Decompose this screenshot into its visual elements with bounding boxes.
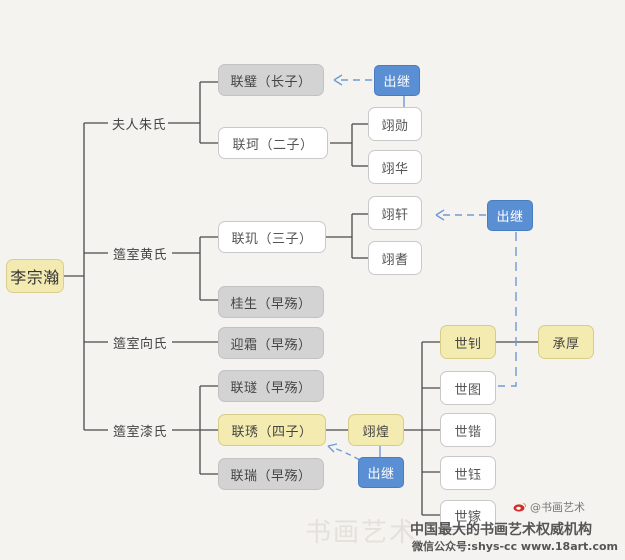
watermark-line1: 中国最大的书画艺术权威机构 bbox=[410, 522, 592, 538]
son-liangong: 联玑（三子） bbox=[218, 221, 326, 253]
adoption-label-3: 出继 bbox=[358, 457, 404, 488]
root-node: 李宗瀚 bbox=[6, 259, 64, 293]
great-grandson-shiyu: 世钰 bbox=[440, 456, 496, 490]
great-grandson-shitu: 世图 bbox=[440, 371, 496, 405]
son-lianke: 联珂（二子） bbox=[218, 127, 328, 159]
node-chenghou: 承厚 bbox=[538, 325, 594, 359]
spouse-zhu: 夫人朱氏 bbox=[111, 117, 166, 133]
great-grandson-shizhao: 世钊 bbox=[440, 325, 496, 359]
grandson-yihua: 翊华 bbox=[368, 150, 422, 184]
son-liansui: 联璲（早殇） bbox=[218, 370, 324, 402]
grandson-yixun: 翊勋 bbox=[368, 107, 422, 141]
spouse-xiang: 簉室向氏 bbox=[112, 336, 167, 352]
great-grandson-shikai: 世锴 bbox=[440, 413, 496, 447]
weibo-watermark: @书画艺术 bbox=[513, 499, 585, 515]
son-yingshuang: 迎霜（早殇） bbox=[218, 327, 324, 359]
adoption-label-1: 出继 bbox=[374, 65, 420, 96]
great-grandson-shiji: 世镓 bbox=[440, 500, 496, 530]
son-lianxiu: 联琇（四子） bbox=[218, 414, 326, 446]
grandson-yixuan: 翊轩 bbox=[368, 196, 422, 230]
watermark-line2: 微信公众号:shys-cc www.18art.com bbox=[412, 540, 619, 553]
spouse-qi: 簉室漆氏 bbox=[112, 424, 167, 440]
grandson-yiqi: 翊耆 bbox=[368, 241, 422, 275]
brand-watermark: 书画艺术 bbox=[305, 518, 418, 548]
weibo-icon bbox=[513, 503, 527, 512]
adoption-label-2: 出继 bbox=[487, 200, 533, 231]
weibo-handle: @书画艺术 bbox=[530, 501, 585, 514]
grandson-yihuang: 翊煌 bbox=[348, 414, 404, 446]
spouse-huang: 簉室黄氏 bbox=[112, 247, 167, 263]
son-lianbi: 联璧（长子） bbox=[218, 64, 324, 96]
son-lianrui: 联瑞（早殇） bbox=[218, 458, 324, 490]
son-guisheng: 桂生（早殇） bbox=[218, 286, 324, 318]
